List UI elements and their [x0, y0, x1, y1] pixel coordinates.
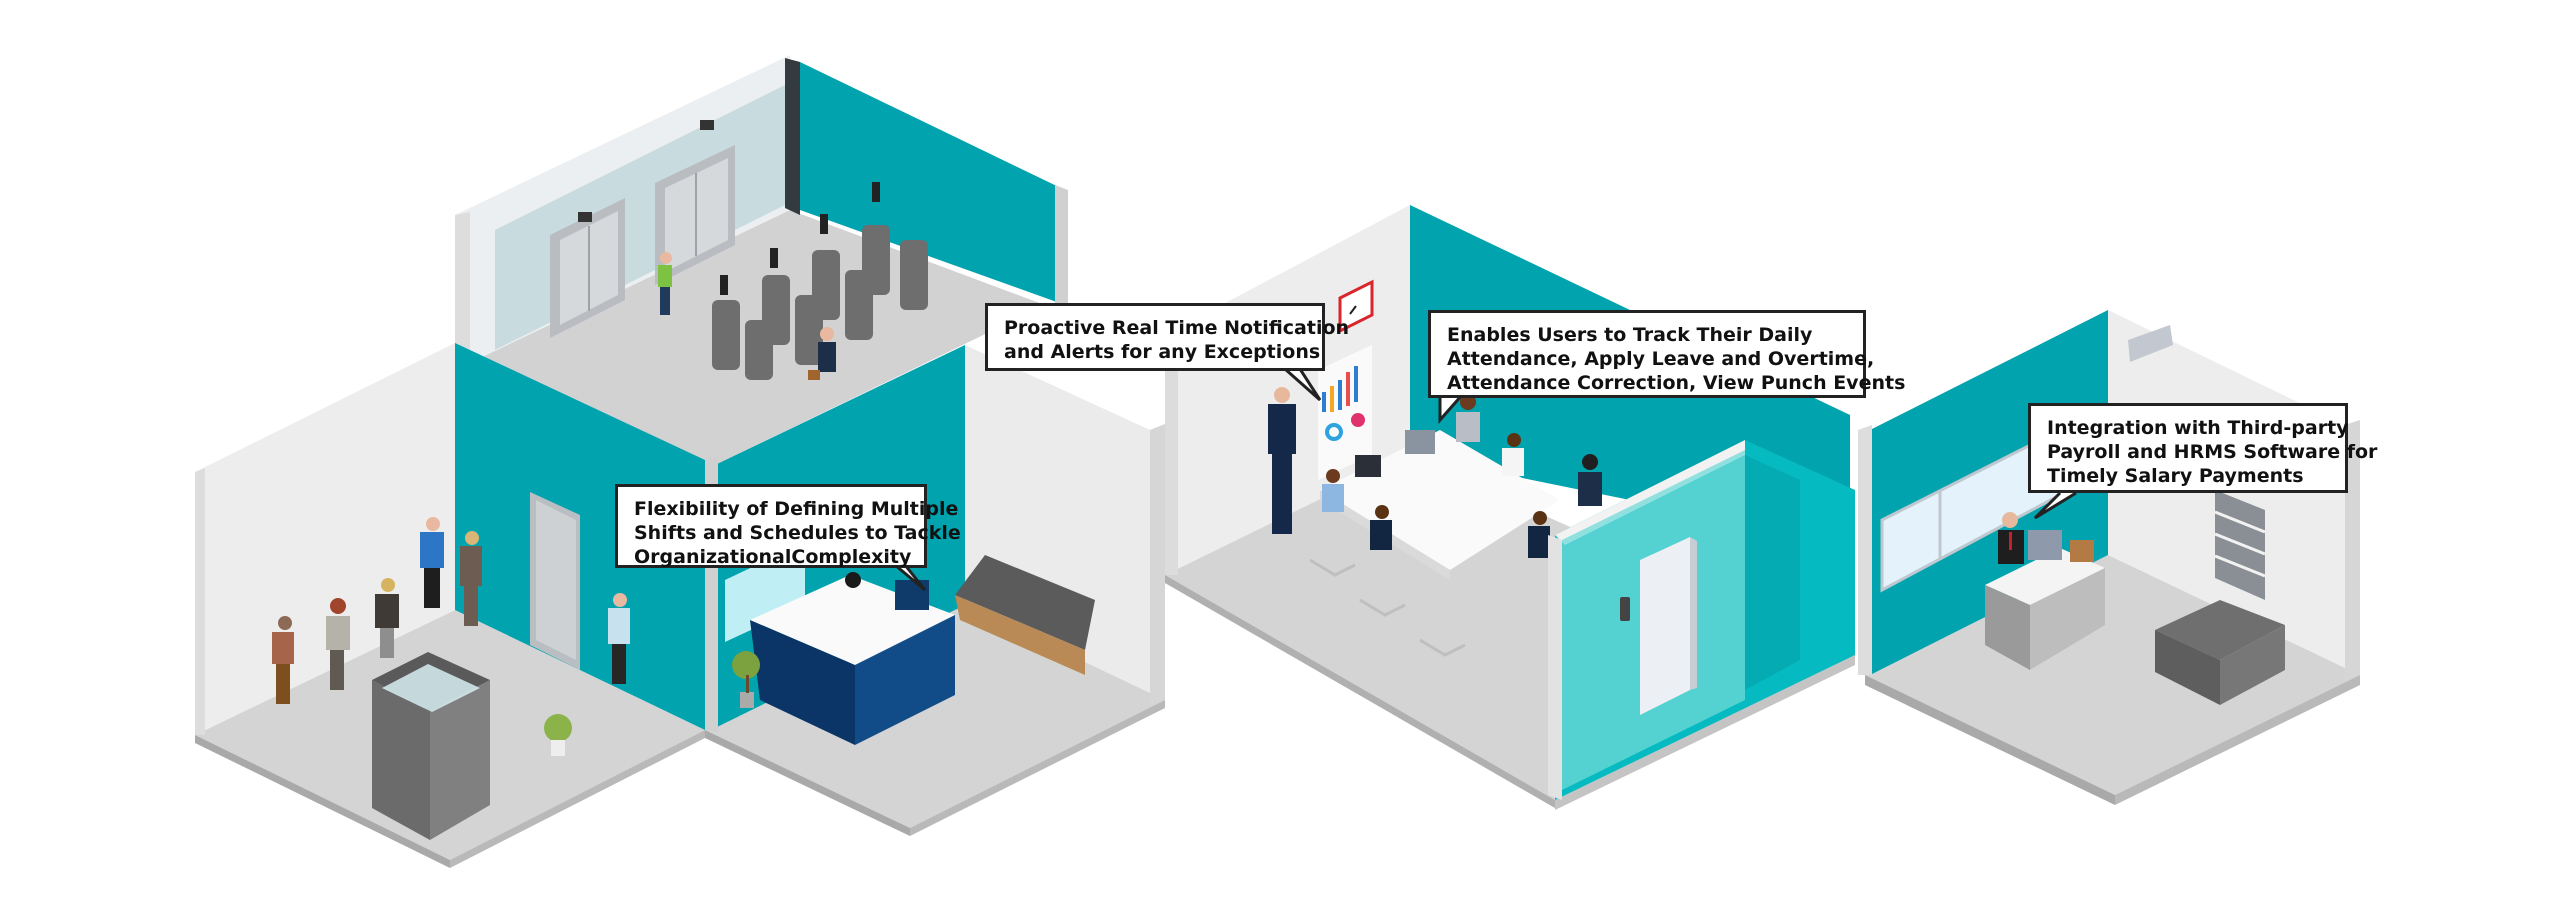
conference-table [1320, 430, 1560, 580]
callout-notifications-line-1: Proactive Real Time Notification [1004, 317, 1350, 339]
chart-board [1318, 345, 1372, 480]
callout-payroll: Integration with Third-party Payroll and… [2028, 403, 2378, 493]
reception-desk [750, 572, 955, 745]
air-conditioner-icon [2128, 325, 2173, 362]
potted-plant-icon [732, 651, 760, 708]
callout-shifts-line-1: Flexibility of Defining Multiple [634, 498, 959, 520]
armchair-icon [2155, 600, 2285, 705]
security-entrance-room [195, 343, 705, 868]
callout-payroll-line-1: Integration with Third-party [2047, 417, 2349, 439]
wall-clock-icon [1338, 279, 1374, 334]
callout-payroll-line-2: Payroll and HRMS Software for [2047, 441, 2378, 463]
turnstile-gates [712, 225, 928, 380]
lobby-turnstiles-room [455, 55, 1068, 470]
callout-shifts-line-2: Shifts and Schedules to Tackle [634, 522, 961, 544]
callout-payroll-line-3: Timely Salary Payments [2047, 465, 2304, 487]
callout-self-service-line-1: Enables Users to Track Their Daily [1447, 324, 1813, 346]
callout-self-service-line-3: Attendance Correction, View Punch Events [1447, 372, 1906, 394]
person-manager [1998, 512, 2024, 564]
security-booth [372, 652, 490, 840]
callout-shifts: Flexibility of Defining Multiple Shifts … [615, 484, 961, 568]
elevator-icon [550, 198, 625, 338]
meeting-attendees [1268, 387, 1602, 558]
callout-self-service-line-2: Attendance, Apply Leave and Overtime, [1447, 348, 1875, 370]
bookshelf-icon [2214, 490, 2266, 600]
person-man-briefcase [808, 327, 836, 380]
elevator-icon [655, 120, 735, 285]
callout-notifications: Proactive Real Time Notification and Ale… [985, 303, 1350, 371]
glass-corridor [1548, 440, 1855, 810]
office-desk [1985, 530, 2105, 670]
manager-office [1858, 310, 2360, 805]
callout-shifts-line-3: OrganizationalComplexity [634, 546, 912, 568]
corridor-door [1640, 537, 1697, 715]
callout-self-service: Enables Users to Track Their Daily Atten… [1428, 310, 1906, 398]
sofa-icon [955, 555, 1095, 675]
visitor-queue [272, 517, 630, 704]
chairs [1309, 558, 1466, 657]
access-reader-icon [1620, 597, 1630, 621]
potted-plant-icon [544, 714, 572, 756]
person-woman-walking [658, 252, 672, 315]
callout-tails [894, 367, 2077, 592]
callout-notifications-line-2: and Alerts for any Exceptions [1004, 341, 1321, 363]
